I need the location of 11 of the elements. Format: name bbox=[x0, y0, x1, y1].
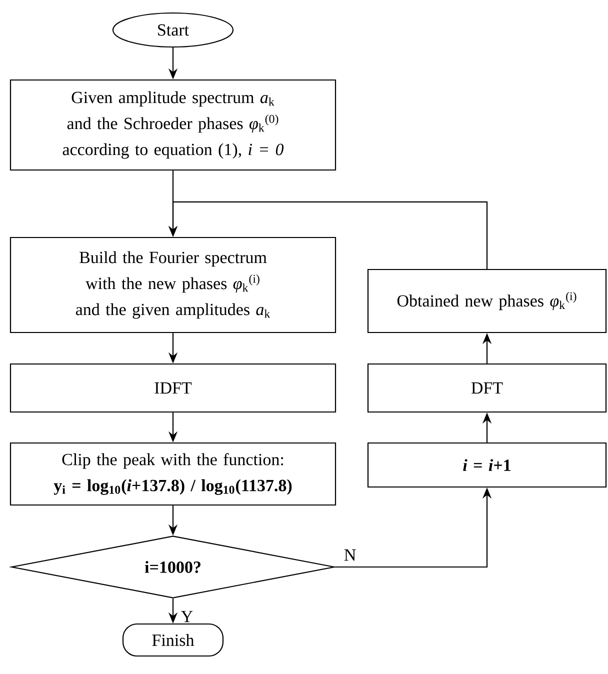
edge-label: Y bbox=[180, 610, 194, 624]
start-terminal: Start bbox=[112, 12, 234, 48]
process-box: i = i+1 bbox=[367, 442, 607, 488]
edge-label: N bbox=[342, 548, 358, 562]
process-box: Build the Fourier spectrum with the new phases φ$_{k}$(i) and the given amplitudes a$_{k}$ bbox=[10, 236, 336, 334]
end-terminal: Finish bbox=[122, 623, 224, 657]
process-box: DFT bbox=[367, 363, 607, 413]
process-box: Clip the peak with the function: y$_{i}$ = log$_{10}$(i+137.8) / log$_{10}$(1137.8) bbox=[10, 442, 336, 506]
process-box: Given amplitude spectrum a$_{k}$ and the Schroeder phases φ$_{k}$(0) according to equation (1), i = 0 bbox=[10, 79, 336, 171]
process-box: Obtained new phases φ$_{k}$(i) bbox=[367, 268, 607, 334]
process-box: IDFT bbox=[10, 363, 336, 413]
